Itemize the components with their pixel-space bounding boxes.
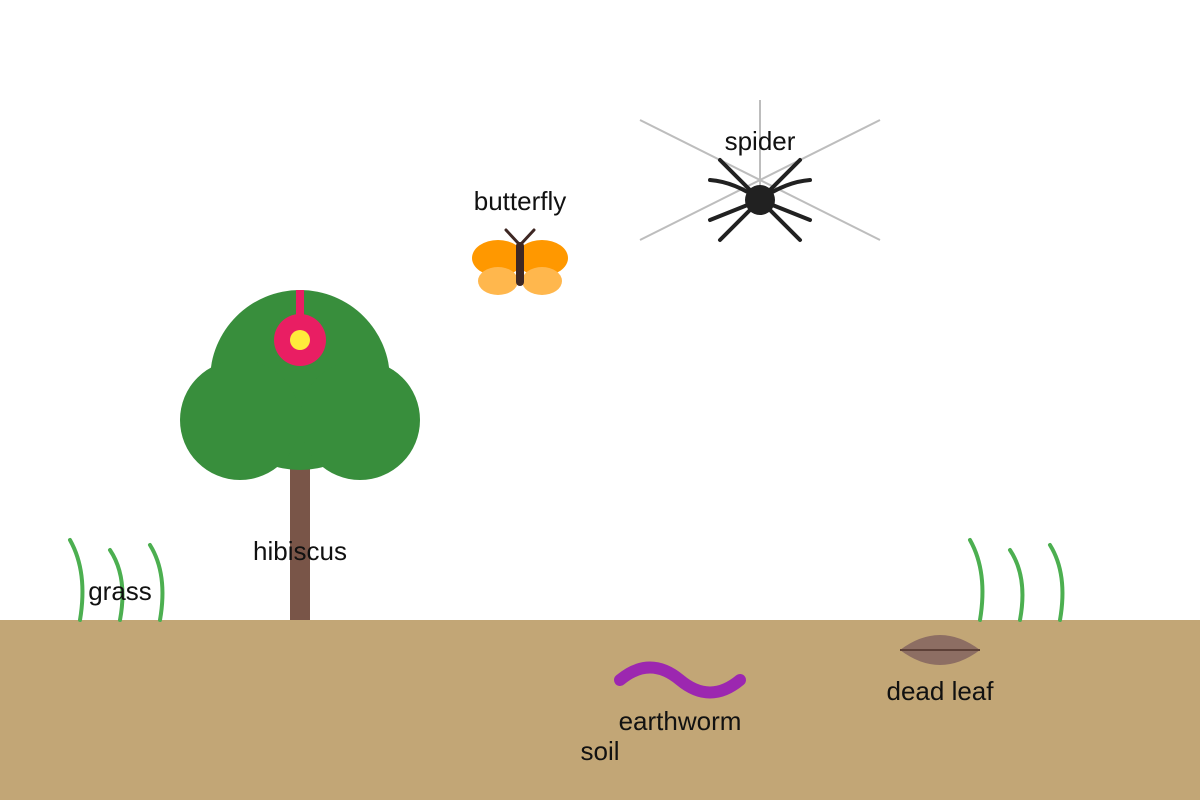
earthworm-icon xyxy=(614,661,746,699)
butterfly-icon xyxy=(472,228,568,295)
grass-label: grass xyxy=(88,576,152,606)
tree-canopy xyxy=(180,290,420,480)
butterfly-label: butterfly xyxy=(474,186,567,216)
earthworm-label: earthworm xyxy=(619,706,742,736)
spider-label: spider xyxy=(725,126,796,156)
spider-web xyxy=(639,100,881,241)
spider-icon xyxy=(708,158,812,242)
soil-label: soil xyxy=(580,736,619,766)
dead-leaf-label: dead leaf xyxy=(887,676,995,706)
dead-leaf-icon xyxy=(900,635,980,665)
tree-trunk xyxy=(290,430,310,620)
hibiscus-tree-icon xyxy=(180,290,420,620)
soil-ground xyxy=(0,620,1200,800)
grass-icon-left xyxy=(68,538,165,622)
hibiscus-label: hibiscus xyxy=(253,536,347,566)
grass-icon-right xyxy=(968,538,1065,622)
hibiscus-flower-icon xyxy=(274,290,326,366)
